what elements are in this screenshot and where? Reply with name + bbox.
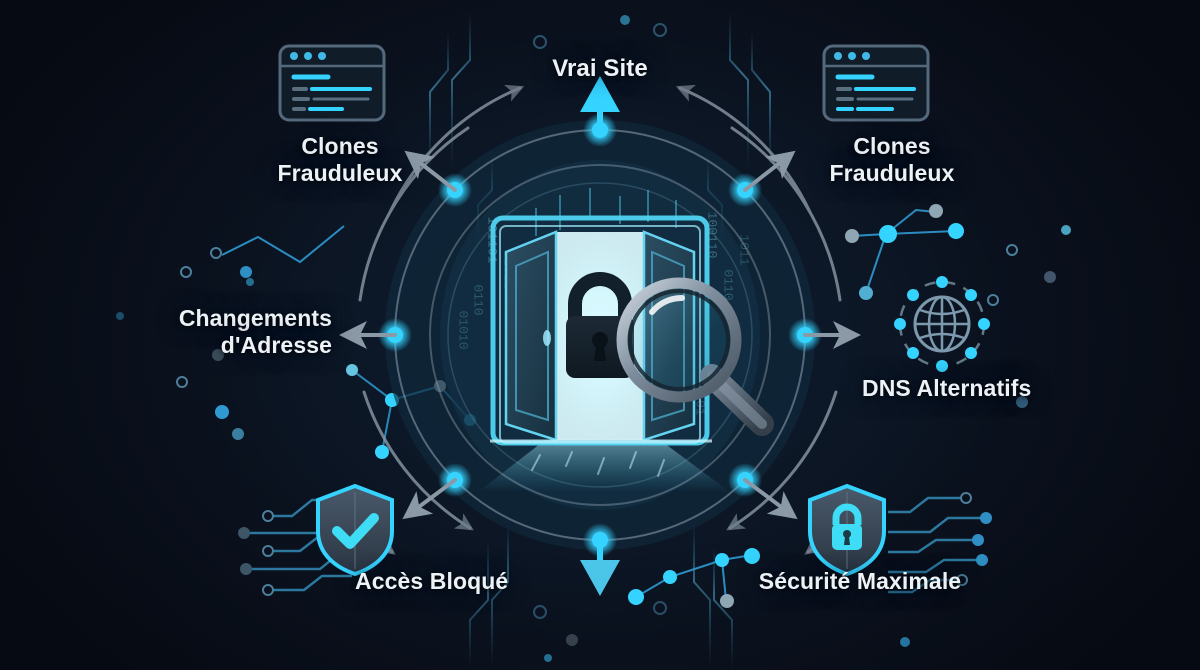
- svg-text:0110: 0110: [471, 284, 486, 315]
- arrow-down-icon: [580, 540, 620, 596]
- orbit-arrow-top-right: [675, 84, 812, 214]
- arrow-up-left-icon: [404, 150, 457, 192]
- shield-lock-icon: [808, 483, 886, 577]
- svg-text:0110: 0110: [721, 269, 736, 300]
- arrow-up-right-icon: [743, 150, 796, 192]
- label-securite-maximale: Sécurité Maximale: [758, 568, 962, 594]
- label-dns-alternatifs: DNS Alternatifs: [862, 375, 1032, 401]
- label-clones-frauduleux-right: Clones Frauduleux: [829, 133, 955, 187]
- shield-check-icon: [316, 483, 394, 577]
- arrow-up-icon: [580, 76, 620, 130]
- label-vrai-site: Vrai Site: [552, 55, 648, 82]
- orbit-arc-left: [358, 126, 470, 302]
- svg-text:01010: 01010: [456, 310, 471, 349]
- label-acces-bloque: Accès Bloqué: [355, 568, 509, 594]
- orbit-arrow-bottom-left: [362, 390, 474, 531]
- magnifier-icon: [616, 277, 774, 436]
- label-clones-frauduleux-left: Clones Frauduleux: [277, 133, 403, 187]
- orbit-arrow-bottom-right: [726, 390, 838, 531]
- svg-text:1011: 1011: [737, 234, 752, 265]
- padlock-icon: [566, 272, 634, 378]
- browser-window-icon: [822, 44, 930, 122]
- browser-window-icon: [278, 44, 386, 122]
- globe-network-icon: [894, 276, 990, 372]
- orbit-arrow-top-left: [388, 84, 525, 214]
- orbit-arc-right: [730, 126, 842, 302]
- label-changements-adresse: Changements d'Adresse: [178, 305, 332, 359]
